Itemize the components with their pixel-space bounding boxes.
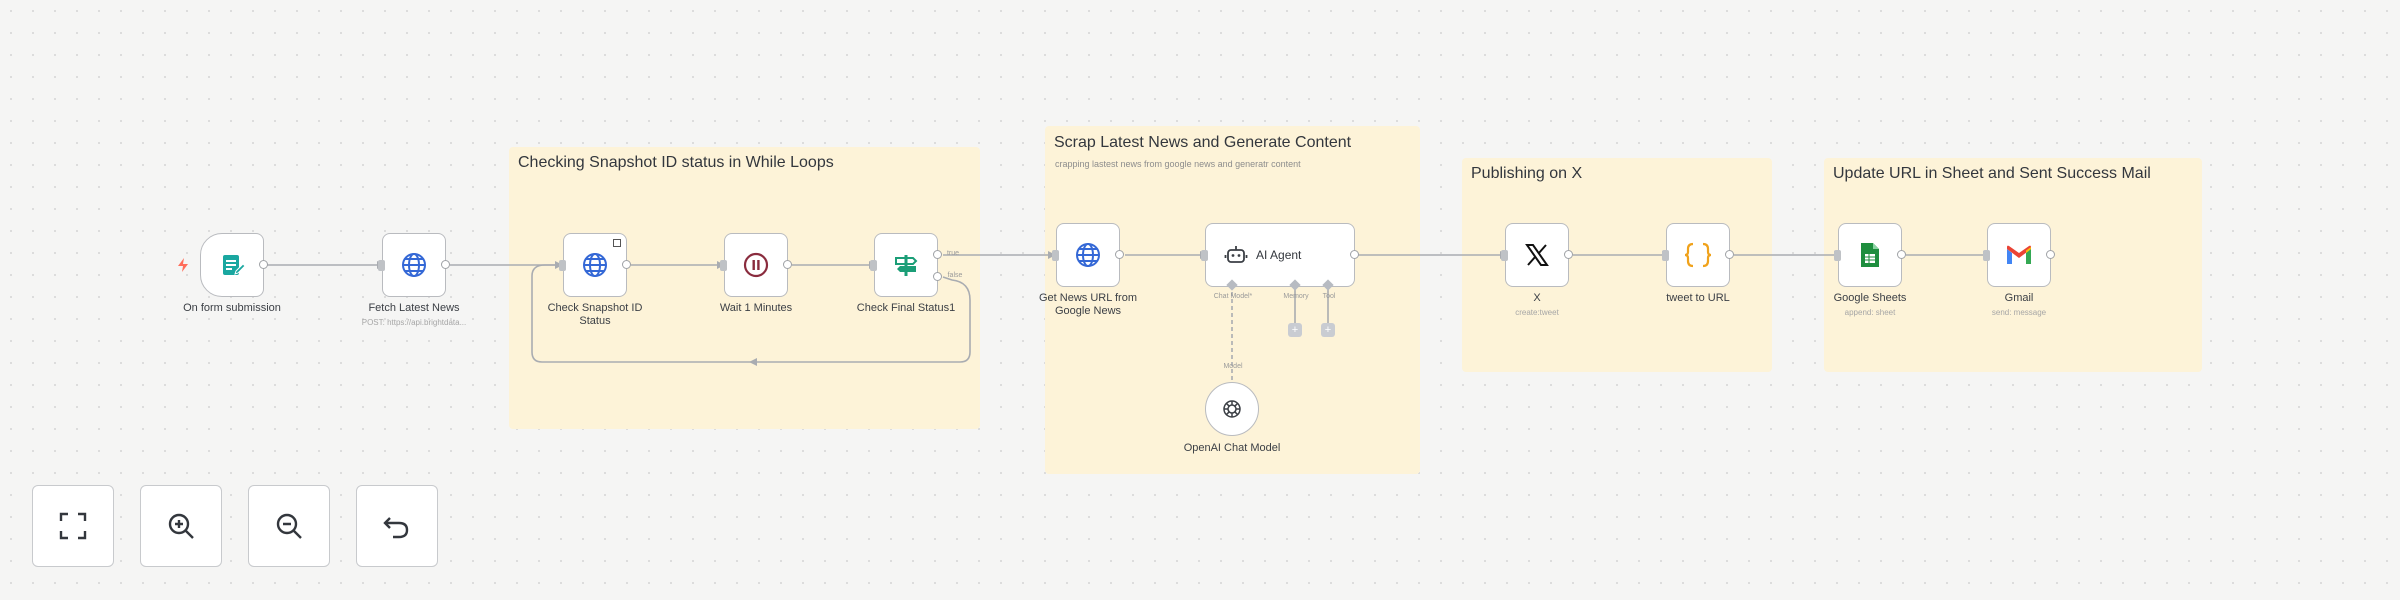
input-port[interactable] xyxy=(1201,250,1208,261)
node-fetch-latest-news[interactable] xyxy=(382,233,446,297)
node-tweet-to-url[interactable] xyxy=(1666,223,1730,287)
sticky-title: Publishing on X xyxy=(1471,165,1583,182)
signpost-icon xyxy=(895,255,918,276)
node-label: Wait 1 Minutes xyxy=(719,302,793,314)
node-sublabel: append: sheet xyxy=(1844,308,1896,317)
node-label: tweet to URL xyxy=(1666,292,1730,304)
sticky-title: Checking Snapshot ID status in While Loo… xyxy=(518,154,834,171)
node-check-snapshot-status[interactable] xyxy=(563,233,627,297)
globe-icon xyxy=(1076,243,1100,267)
node-wait[interactable] xyxy=(724,233,788,297)
output-port-false[interactable] xyxy=(933,272,942,281)
google-sheets-icon xyxy=(1861,243,1879,267)
node-label: Gmail xyxy=(2004,292,2034,304)
node-check-final-status[interactable] xyxy=(874,233,938,297)
port-label-tool: Tool xyxy=(1322,293,1336,300)
output-port[interactable] xyxy=(1350,250,1359,259)
add-memory-button[interactable]: + xyxy=(1288,323,1302,337)
output-port[interactable] xyxy=(1725,250,1734,259)
output-port[interactable] xyxy=(441,260,450,269)
globe-icon xyxy=(402,253,426,277)
zoom-in-button[interactable] xyxy=(140,485,222,567)
input-port[interactable] xyxy=(870,260,877,271)
zoom-in-icon xyxy=(168,513,194,539)
output-port[interactable] xyxy=(783,260,792,269)
node-label: Check Final Status1 xyxy=(856,302,956,314)
node-label: X xyxy=(1533,292,1541,304)
output-true-label: true xyxy=(946,250,960,257)
input-port[interactable] xyxy=(1052,250,1059,261)
output-false-label: false xyxy=(947,272,963,279)
fit-view-button[interactable] xyxy=(32,485,114,567)
node-label-line1: Get News URL from xyxy=(1038,292,1138,304)
node-x[interactable] xyxy=(1505,223,1569,287)
node-label-line1: Check Snapshot ID xyxy=(547,302,643,314)
input-port[interactable] xyxy=(559,260,566,271)
output-port-true[interactable] xyxy=(933,250,942,259)
input-port[interactable] xyxy=(1501,250,1508,261)
node-form-submission[interactable] xyxy=(200,233,264,297)
node-label: OpenAI Chat Model xyxy=(1183,442,1281,454)
output-port[interactable] xyxy=(1115,250,1124,259)
node-sublabel: send: message xyxy=(1991,308,2047,317)
zoom-out-button[interactable] xyxy=(248,485,330,567)
sticky-title: Update URL in Sheet and Sent Success Mai… xyxy=(1833,165,2151,182)
robot-icon xyxy=(1224,246,1248,263)
node-sublabel: create:tweet xyxy=(1515,308,1559,317)
node-status-square xyxy=(613,239,621,247)
output-port[interactable] xyxy=(2046,250,2055,259)
node-label: Google Sheets xyxy=(1833,292,1907,304)
node-label-line2: Status xyxy=(579,315,611,327)
output-port[interactable] xyxy=(1564,250,1573,259)
node-sublabel: POST: https://api.brightdata... xyxy=(361,318,467,327)
trigger-bolt-icon xyxy=(178,258,188,272)
sticky-title: Scrap Latest News and Generate Content xyxy=(1054,134,1352,151)
node-label: Get News URL from Google News xyxy=(1039,292,1137,318)
globe-icon xyxy=(583,253,607,277)
input-port[interactable] xyxy=(1662,250,1669,261)
gmail-icon xyxy=(2007,245,2031,264)
node-label: Fetch Latest News xyxy=(368,302,460,314)
x-logo-icon xyxy=(1525,244,1549,266)
output-port[interactable] xyxy=(259,260,268,269)
node-label: Check Snapshot ID Status xyxy=(548,302,643,328)
node-google-sheets[interactable] xyxy=(1838,223,1902,287)
form-icon xyxy=(223,255,246,275)
output-port[interactable] xyxy=(622,260,631,269)
node-openai-chat-model[interactable] xyxy=(1205,382,1259,436)
input-port[interactable] xyxy=(378,260,385,271)
node-gmail[interactable] xyxy=(1987,223,2051,287)
add-tool-button[interactable]: + xyxy=(1321,323,1335,337)
sticky-subtitle: crapping lastest news from google news a… xyxy=(1055,159,1301,169)
input-port[interactable] xyxy=(720,260,727,271)
node-label-line2: Google News xyxy=(1054,305,1122,317)
node-label: AI Agent xyxy=(1256,248,1302,262)
braces-icon xyxy=(1684,242,1712,268)
node-ai-agent[interactable]: AI Agent xyxy=(1205,223,1355,287)
input-port[interactable] xyxy=(1983,250,1990,261)
reset-zoom-button[interactable] xyxy=(356,485,438,567)
input-port[interactable] xyxy=(1834,250,1841,261)
port-label-chat-model: Chat Model* xyxy=(1213,293,1253,300)
zoom-out-icon xyxy=(276,513,302,539)
node-get-news-url[interactable] xyxy=(1056,223,1120,287)
undo-icon xyxy=(383,517,409,539)
port-label-memory: Memory xyxy=(1283,293,1309,300)
openai-icon xyxy=(1223,400,1241,418)
pause-icon xyxy=(743,252,769,278)
output-port[interactable] xyxy=(1897,250,1906,259)
fit-view-icon xyxy=(59,512,87,540)
port-label-model: Model xyxy=(1223,363,1243,370)
node-label: On form submission xyxy=(183,302,281,314)
